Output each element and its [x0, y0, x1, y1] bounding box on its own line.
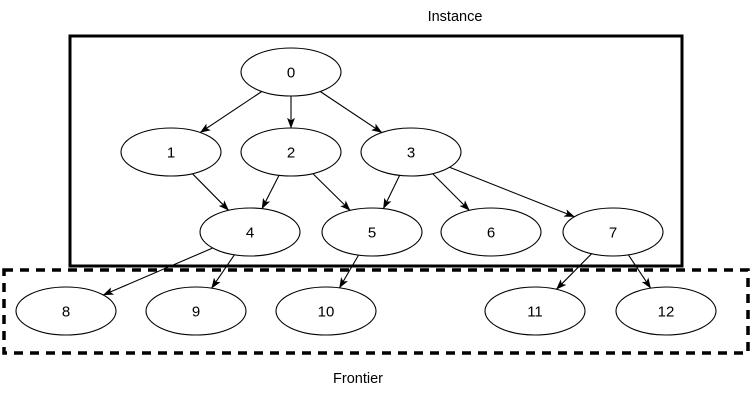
graph-node-3[interactable]: 3 [360, 127, 462, 177]
node-ellipse-11[interactable] [484, 286, 586, 336]
node-ellipse-1[interactable] [120, 127, 222, 177]
graph-node-10[interactable]: 10 [275, 286, 377, 336]
edge-4-to-8 [102, 247, 213, 296]
node-label-6: 6 [487, 225, 495, 242]
node-ellipse-8[interactable] [15, 286, 117, 336]
edge-7-to-12 [627, 254, 652, 289]
edge-0-to-1 [199, 91, 263, 133]
edge-0-to-3 [319, 91, 383, 133]
node-ellipse-6[interactable] [440, 207, 542, 257]
node-label-7: 7 [609, 225, 617, 242]
graph-node-4[interactable]: 4 [199, 207, 301, 257]
group-boxes-layer [2, 34, 750, 355]
node-label-11: 11 [527, 304, 543, 321]
node-label-1: 1 [167, 145, 175, 162]
node-ellipse-5[interactable] [321, 207, 423, 257]
node-ellipse-0[interactable] [240, 47, 342, 97]
node-label-12: 12 [658, 304, 675, 321]
node-ellipse-12[interactable] [615, 286, 717, 336]
node-ellipse-3[interactable] [360, 127, 462, 177]
graph-node-11[interactable]: 11 [484, 286, 586, 336]
node-label-9: 9 [192, 304, 200, 321]
node-ellipse-9[interactable] [145, 286, 247, 336]
node-ellipse-4[interactable] [199, 207, 301, 257]
group-caption-instance: Instance [428, 9, 483, 25]
node-ellipse-7[interactable] [562, 207, 664, 257]
graph-node-7[interactable]: 7 [562, 207, 664, 257]
graph-node-12[interactable]: 12 [615, 286, 717, 336]
edge-2-to-4 [261, 175, 280, 210]
node-label-8: 8 [62, 304, 70, 321]
node-ellipse-10[interactable] [275, 286, 377, 336]
graph-node-9[interactable]: 9 [145, 286, 247, 336]
graph-node-1[interactable]: 1 [120, 127, 222, 177]
group-box-frontier [2, 268, 750, 355]
graph-node-2[interactable]: 2 [240, 127, 342, 177]
edge-5-to-10 [338, 254, 360, 289]
node-label-10: 10 [318, 304, 335, 321]
edges-layer [102, 91, 652, 296]
node-label-4: 4 [246, 225, 254, 242]
edge-3-to-7 [449, 166, 575, 218]
edge-3-to-6 [432, 173, 470, 211]
node-label-5: 5 [368, 225, 376, 242]
edge-4-to-9 [211, 254, 235, 289]
graph-node-8[interactable]: 8 [15, 286, 117, 336]
graph-node-5[interactable]: 5 [321, 207, 423, 257]
edge-7-to-11 [556, 253, 592, 290]
node-label-3: 3 [407, 145, 415, 162]
group-caption-frontier: Frontier [333, 371, 383, 387]
node-label-2: 2 [287, 145, 295, 162]
graph-node-6[interactable]: 6 [440, 207, 542, 257]
graph-node-0[interactable]: 0 [240, 47, 342, 97]
edge-3-to-5 [382, 175, 401, 210]
edge-2-to-5 [312, 173, 351, 211]
group-box-instance [68, 34, 684, 268]
node-ellipse-2[interactable] [240, 127, 342, 177]
edge-1-to-4 [192, 173, 229, 211]
node-label-0: 0 [287, 65, 295, 82]
